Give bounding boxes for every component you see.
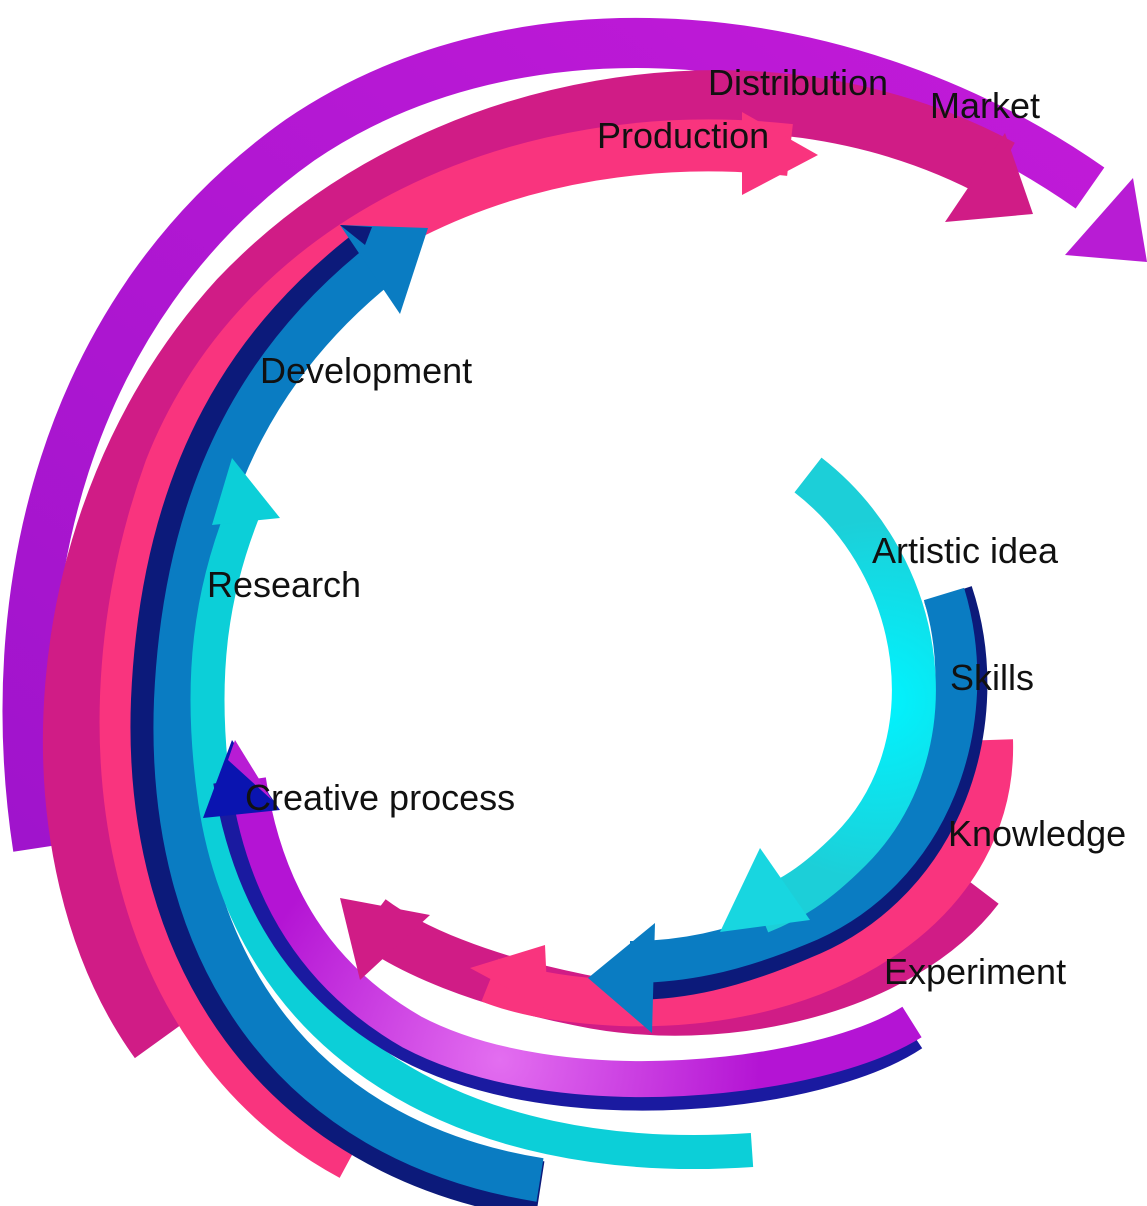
production-arrow (99, 112, 818, 1178)
development-arrow (130, 225, 545, 1206)
label-skills: Skills (950, 657, 1034, 698)
creative-process-arrow (203, 740, 923, 1111)
market-arrow (2, 17, 1147, 852)
label-distribution: Distribution (708, 62, 888, 103)
label-production: Production (597, 115, 769, 156)
label-artistic-idea: Artistic idea (872, 530, 1059, 571)
label-market: Market (930, 85, 1040, 126)
knowledge-arrow (470, 739, 1014, 1027)
distribution-arrow (42, 70, 1033, 1059)
label-experiment: Experiment (884, 951, 1066, 992)
research-arrow (190, 458, 754, 1170)
skills-arrow (588, 586, 988, 1033)
label-knowledge: Knowledge (948, 813, 1126, 854)
label-development: Development (260, 350, 472, 391)
artistic-idea-arrow (720, 457, 936, 933)
label-creative-process: Creative process (245, 777, 515, 818)
label-research: Research (207, 564, 361, 605)
